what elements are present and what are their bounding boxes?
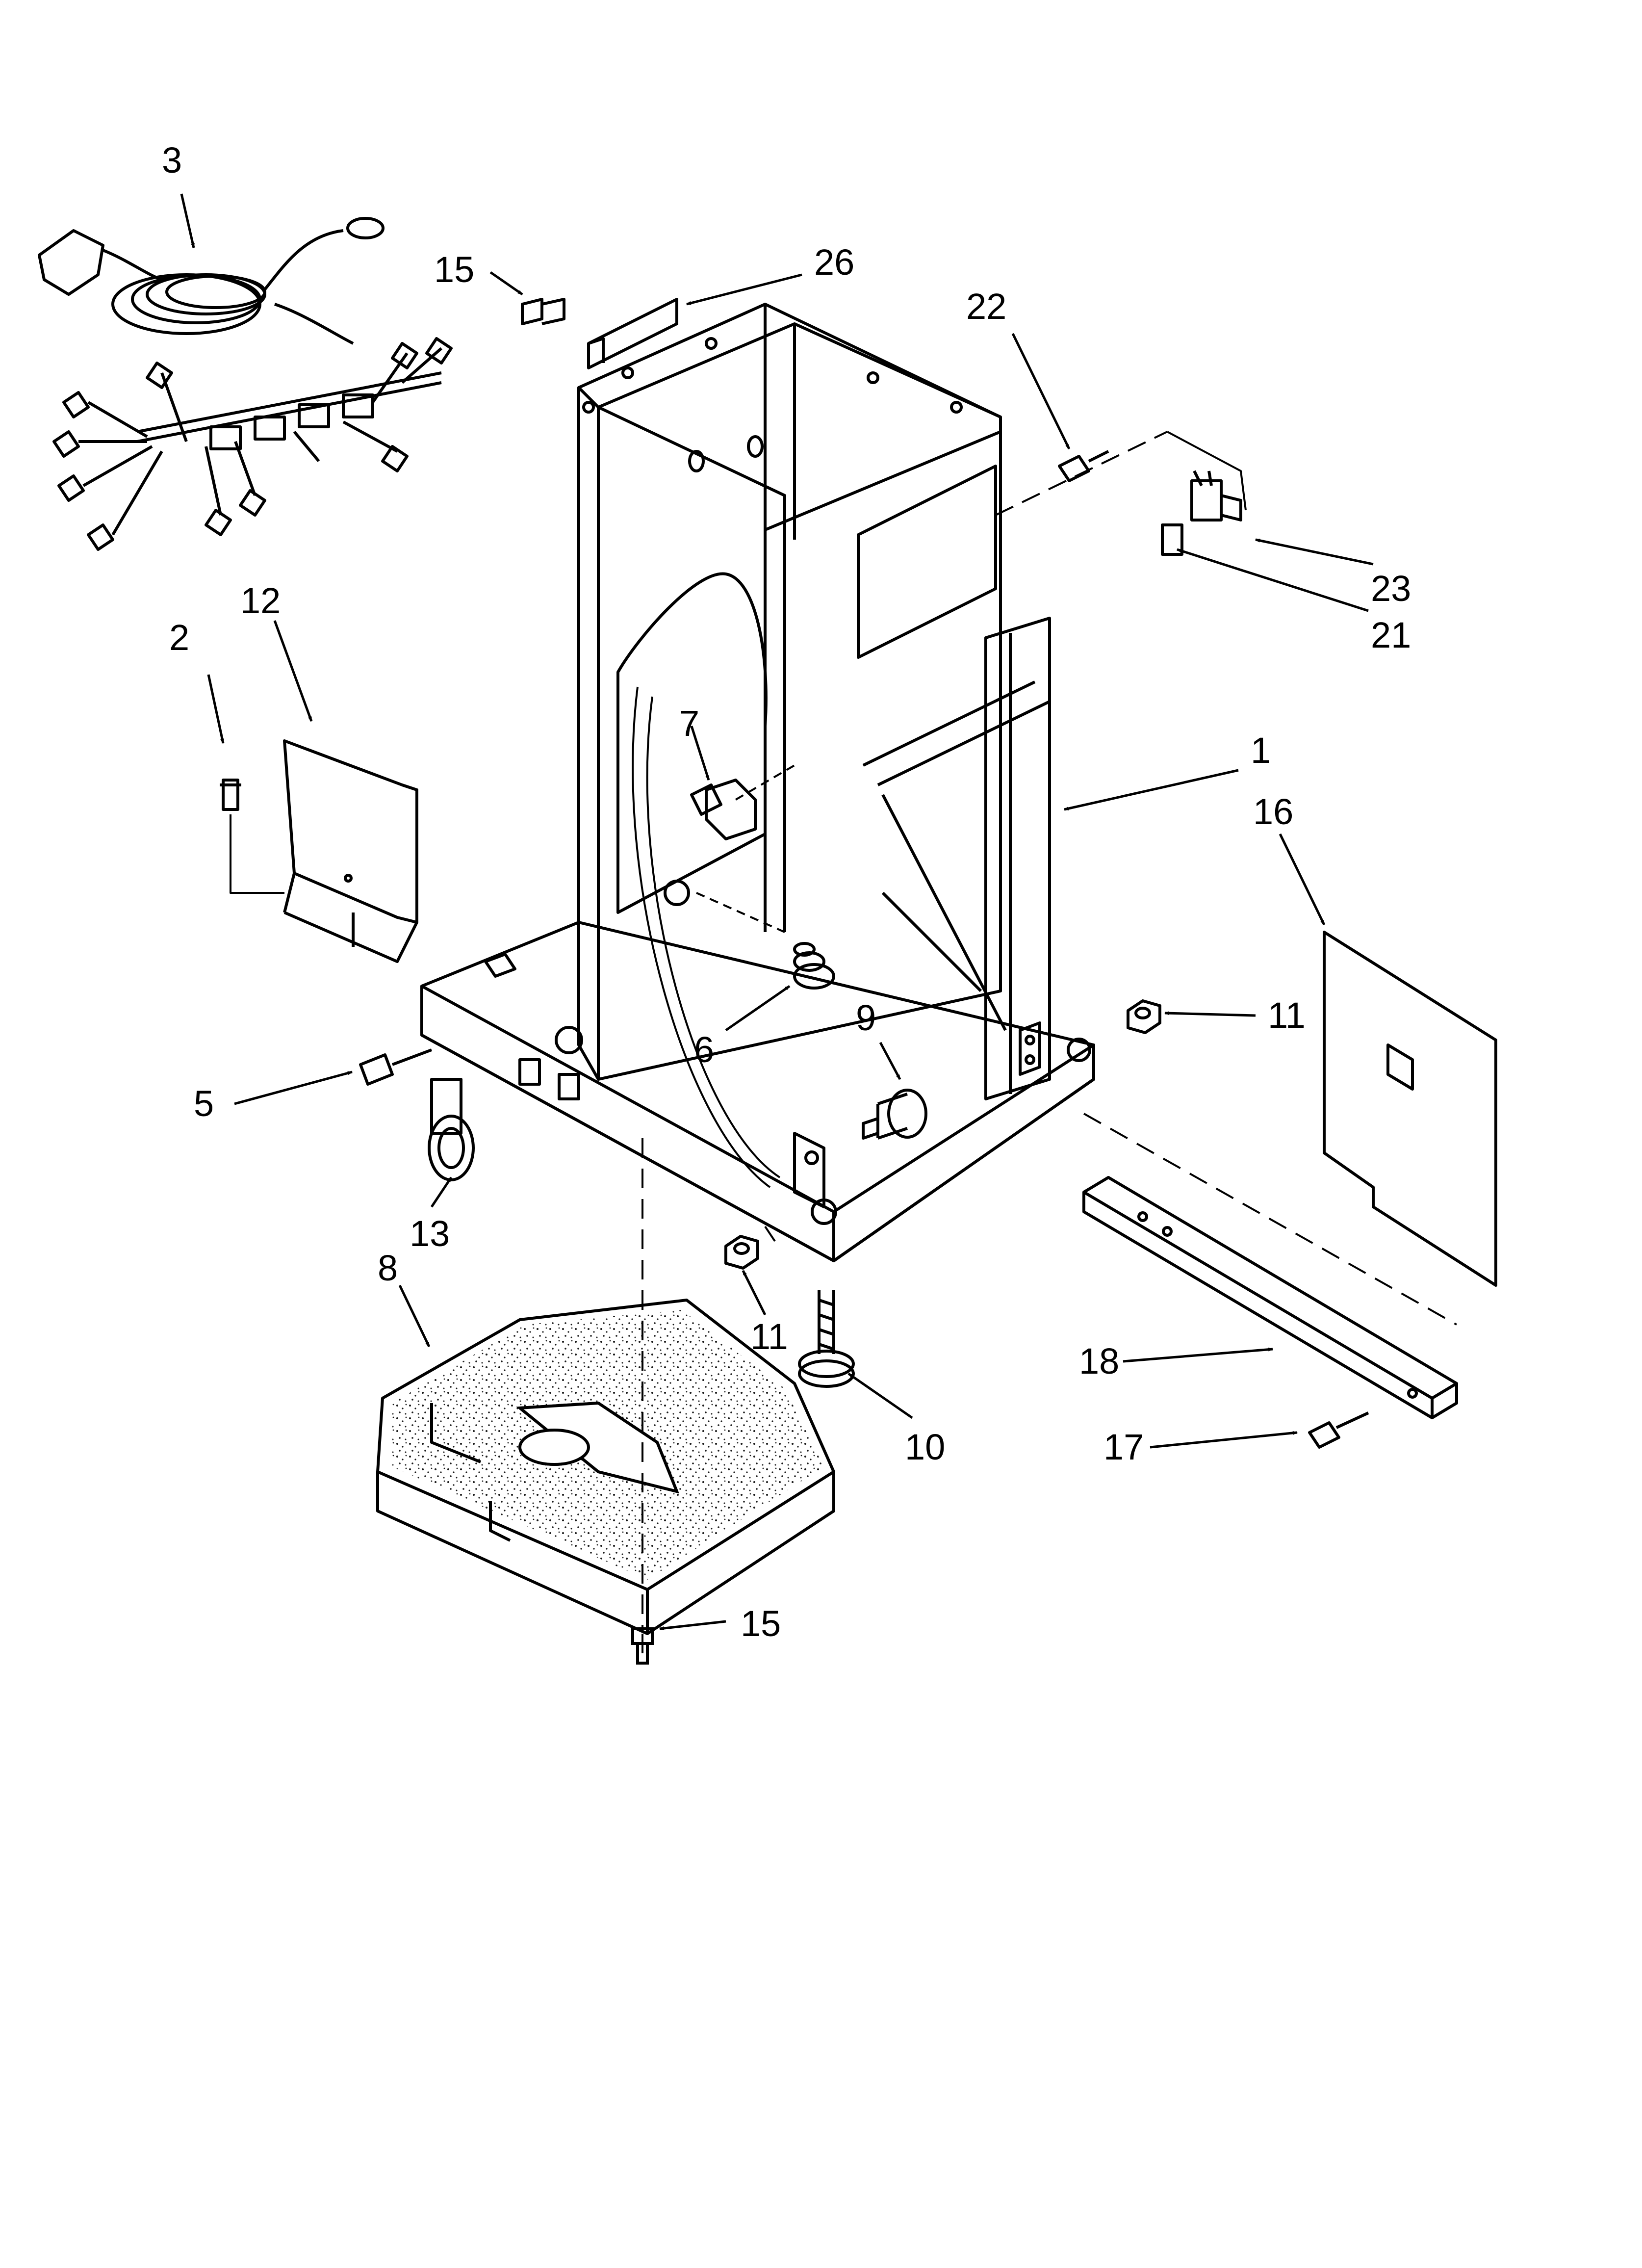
part-17-screw: [1308, 1411, 1369, 1449]
part-21-23-switch: [1161, 431, 1247, 556]
label-3: 3: [162, 140, 182, 181]
label-1: 1: [1251, 730, 1271, 771]
main-frame: [577, 303, 1051, 1188]
label-12: 12: [240, 580, 281, 621]
label-9: 9: [856, 997, 876, 1038]
label-17: 17: [1103, 1427, 1144, 1467]
part-18-rail: [1082, 1176, 1458, 1419]
frame-base: [420, 921, 1095, 1262]
label-5: 5: [194, 1083, 214, 1124]
callout-labels: 3 2 12 15 26 22 23 21 1 16 7 6 9 11 5 13…: [162, 140, 1411, 1644]
label-18: 18: [1079, 1341, 1119, 1382]
label-23: 23: [1371, 568, 1411, 609]
part-11-nut-a: [1127, 999, 1161, 1034]
part-7-connector: [705, 764, 795, 840]
part-22-screw: [995, 431, 1168, 516]
part-15-screw-top: [521, 298, 565, 325]
part-13-caster: [428, 1078, 475, 1181]
label-6: 6: [694, 1029, 714, 1070]
label-11-right: 11: [1268, 995, 1306, 1036]
label-8: 8: [378, 1248, 398, 1288]
part-11-nut-b: [724, 1235, 759, 1270]
part-5-screw: [359, 1048, 433, 1086]
part-26-bracket: [587, 298, 678, 369]
part-15-screw-bottom: [631, 1627, 654, 1665]
label-7: 7: [679, 703, 699, 744]
label-15-top: 15: [434, 249, 474, 290]
part-6-grommet: [696, 892, 835, 990]
label-13: 13: [410, 1213, 450, 1254]
part-10-leveling-leg: [798, 1290, 855, 1388]
label-15-bottom: 15: [741, 1603, 781, 1644]
label-10: 10: [905, 1427, 945, 1467]
label-16: 16: [1253, 791, 1293, 832]
leader-arrows: [180, 193, 1374, 1630]
label-21: 21: [1371, 615, 1411, 655]
part-9-valve: [862, 1089, 927, 1140]
label-26: 26: [814, 242, 854, 283]
power-cord-harness: [38, 217, 453, 551]
bracket-panel-12: [220, 739, 418, 963]
alignment-lines: [641, 1113, 1457, 1658]
part-16-rear-panel: [1323, 931, 1497, 1287]
label-22: 22: [966, 286, 1006, 327]
label-11-bottom: 11: [750, 1316, 788, 1357]
label-2: 2: [169, 617, 189, 658]
